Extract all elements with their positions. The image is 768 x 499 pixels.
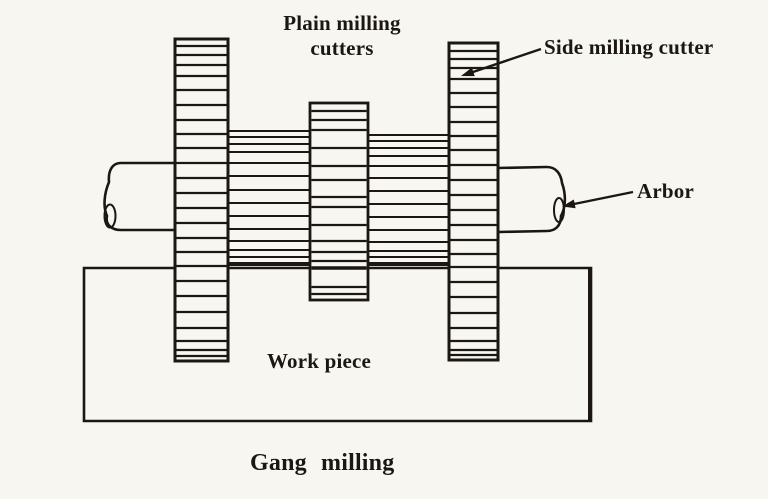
side-milling-cutter-left-hatch — [176, 44, 227, 358]
figure-caption: Gang milling — [250, 450, 395, 476]
arbor-right-segment — [495, 165, 567, 234]
plain-cutter-band-left — [226, 130, 312, 258]
side-milling-cutter-label: Side milling cutter — [544, 35, 714, 59]
plain-cutter-band-right — [364, 134, 452, 258]
plain-milling-cutters-label: Plain milling cutters — [253, 11, 431, 61]
arbor-left-segment — [103, 161, 178, 232]
arbor-leader-line — [573, 190, 634, 206]
work-piece-label: Work piece — [267, 349, 372, 373]
arbor-left-end-ellipse — [103, 203, 117, 229]
side-milling-cutter-right-hatch — [450, 49, 497, 357]
plain-milling-cutter-center-hatch — [311, 109, 367, 296]
side-milling-cutter-right — [447, 41, 500, 362]
arbor-right-end-ellipse — [553, 197, 565, 223]
side-milling-cutter-left — [173, 37, 230, 363]
plain-milling-cutters-label-line1: Plain milling — [283, 11, 401, 35]
plain-milling-cutters-label-line2: cutters — [310, 36, 374, 60]
side-cutter-leader-line — [472, 47, 542, 74]
side-cutter-arrowhead-icon — [461, 67, 475, 77]
arbor-arrowhead-icon — [562, 199, 576, 209]
arbor-label: Arbor — [637, 179, 694, 203]
plain-milling-cutter-center — [308, 101, 370, 302]
